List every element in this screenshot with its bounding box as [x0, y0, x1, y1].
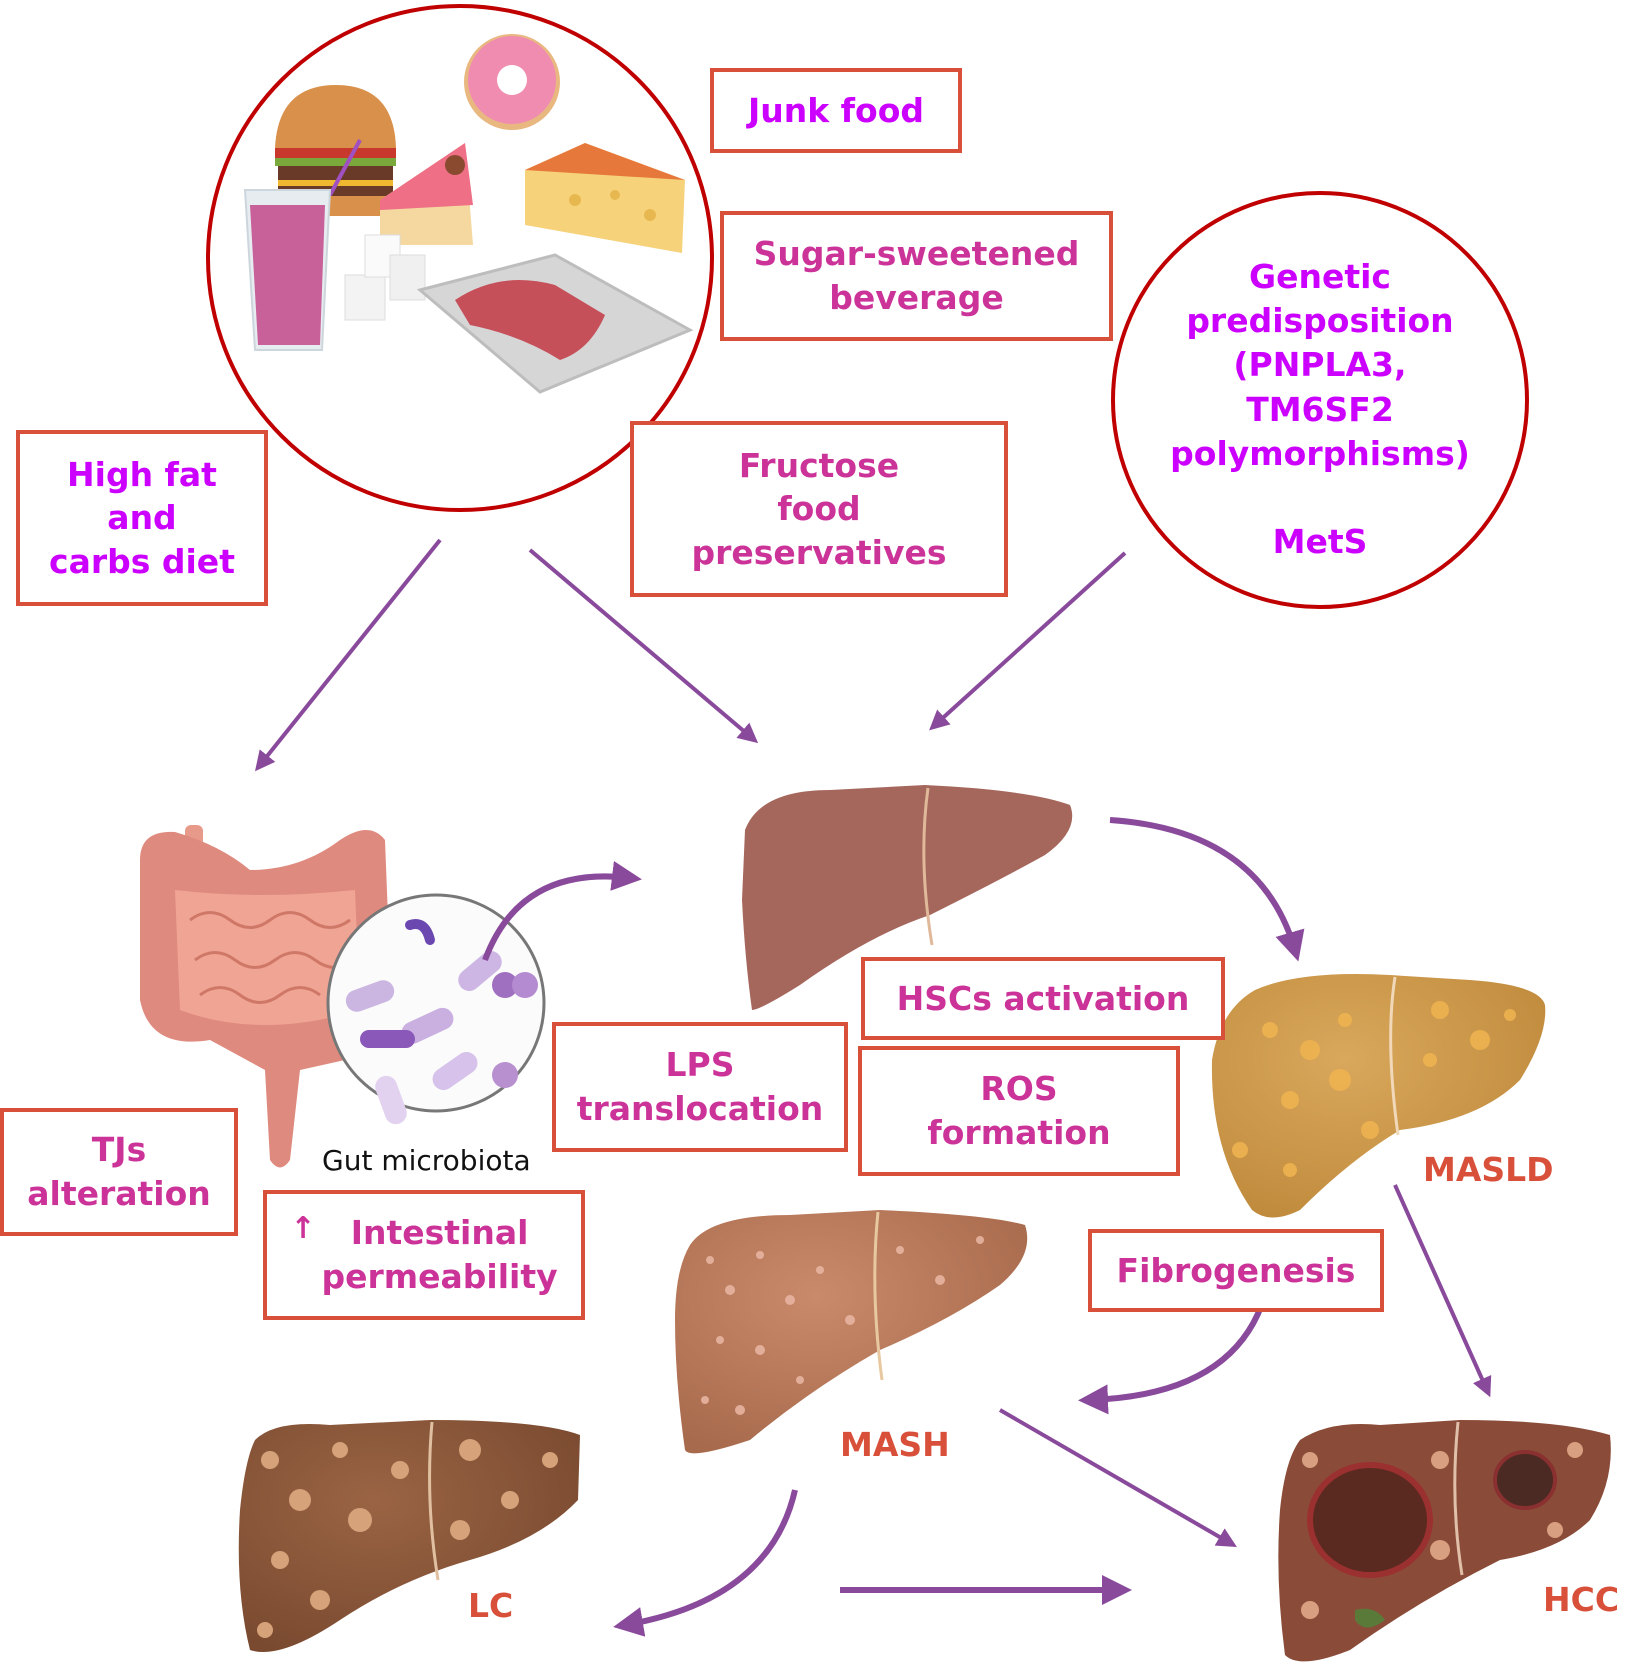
arrow-masld-to-hcc: [1393, 1184, 1492, 1398]
arrow-genetic-to-liver: [929, 551, 1127, 731]
hscs-activation-label: HSCs activation: [896, 978, 1190, 1018]
junk-food-label: Junk food: [747, 90, 925, 130]
high-fat-diet-box: High fat and carbs diet: [16, 430, 268, 606]
hcc-liver-icon: [1278, 1420, 1611, 1662]
arrow-liver-to-masld: [1109, 817, 1305, 962]
sugar-beverage-box: Sugar-sweetened beverage: [720, 211, 1113, 341]
stage-label-hcc: HCC: [1543, 1580, 1620, 1619]
mash-liver-icon: [675, 1210, 1028, 1454]
high-fat-diet-label: High fat and carbs diet: [49, 454, 235, 581]
ros-formation-box: ROS formation: [858, 1046, 1180, 1176]
fibrogenesis-label: Fibrogenesis: [1116, 1250, 1356, 1290]
arrows: [255, 538, 1492, 1637]
intestinal-permeability-label: Intestinal permeability: [321, 1213, 558, 1296]
cirrhotic-liver-icon: [238, 1420, 580, 1652]
cheese-icon: [525, 143, 685, 253]
arrow-diet-to-gut: [255, 538, 442, 772]
stage-label-mash: MASH: [840, 1425, 950, 1464]
arrow-mash-to-hcc: [998, 1408, 1237, 1548]
stage-label-masld: MASLD: [1423, 1150, 1554, 1189]
fatty-liver-icon: [1211, 974, 1546, 1218]
tjs-alteration-label: TJs alteration: [27, 1130, 211, 1213]
lps-translocation-box: LPS translocation: [552, 1022, 848, 1152]
donut-icon: [464, 34, 560, 130]
intestine-icon: [140, 825, 392, 1168]
tjs-alteration-box: TJs alteration: [0, 1108, 238, 1236]
meat-tray-icon: [416, 253, 694, 394]
gut-microbiota-icon: [326, 893, 546, 1125]
sugar-cubes-icon: [344, 234, 426, 321]
genetic-predisposition-label: Genetic predisposition (PNPLA3, TM6SF2 p…: [1170, 257, 1470, 562]
stage-label-lc: LC: [468, 1586, 514, 1625]
ros-formation-label: ROS formation: [927, 1069, 1111, 1152]
fibrogenesis-box: Fibrogenesis: [1088, 1229, 1384, 1312]
intestinal-permeability-box: ↑ Intestinal permeability: [263, 1190, 585, 1320]
fructose-box: Fructose food preservatives: [630, 421, 1008, 597]
lps-translocation-label: LPS translocation: [576, 1045, 824, 1128]
gut-microbiota-label: Gut microbiota: [322, 1144, 531, 1177]
arrow-gut-to-liver: [482, 860, 642, 962]
milkshake-icon: [243, 139, 362, 351]
food-circle: [206, 4, 714, 512]
sugar-beverage-label: Sugar-sweetened beverage: [753, 234, 1080, 317]
cake-slice-icon: [380, 143, 473, 245]
arrow-mash-to-lc: [613, 1489, 798, 1637]
intestinal-permeability-content: ↑ Intestinal permeability: [290, 1211, 557, 1298]
arrow-fibrogenesis-to-mash: [1078, 1294, 1268, 1415]
junk-food-box: Junk food: [710, 68, 962, 153]
fructose-label: Fructose food preservatives: [691, 445, 947, 572]
genetic-circle: [1111, 191, 1529, 609]
healthy-liver-icon: [742, 785, 1073, 1010]
arrow-diet-to-liver: [528, 548, 759, 744]
hscs-activation-box: HSCs activation: [861, 957, 1225, 1040]
up-arrow-icon: ↑: [290, 1211, 316, 1247]
